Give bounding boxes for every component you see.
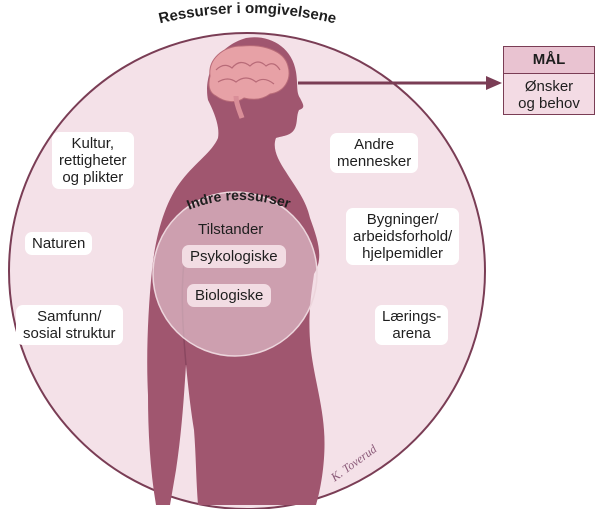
resource-other-people: Andre mennesker (330, 133, 419, 173)
brain-stem (233, 95, 245, 119)
goal-title: MÅL (504, 47, 594, 74)
inner-psychological-label: Psykologiske (182, 245, 286, 268)
resource-nature: Naturen (25, 232, 93, 255)
brain-folds (215, 61, 281, 85)
resource-culture: Kultur, rettigheter og plikter (52, 132, 134, 189)
resource-buildings: Bygninger/ arbeidsforhold/ hjelpemidler (346, 208, 460, 265)
goal-box: MÅL Ønsker og behov (503, 46, 595, 115)
goal-arrow-head (486, 76, 502, 90)
inner-biological-label: Biologiske (187, 284, 272, 307)
inner-resources-circle (152, 191, 318, 357)
inner-states-label: Tilstander (198, 221, 264, 238)
resource-learning-arena: Lærings- arena (375, 305, 449, 345)
environment-title: Ressurser i omgivelsene (157, 0, 338, 27)
resource-society: Samfunn/ sosial struktur (16, 305, 123, 345)
goal-subtitle: Ønsker og behov (518, 78, 580, 112)
brain-icon (208, 45, 290, 103)
